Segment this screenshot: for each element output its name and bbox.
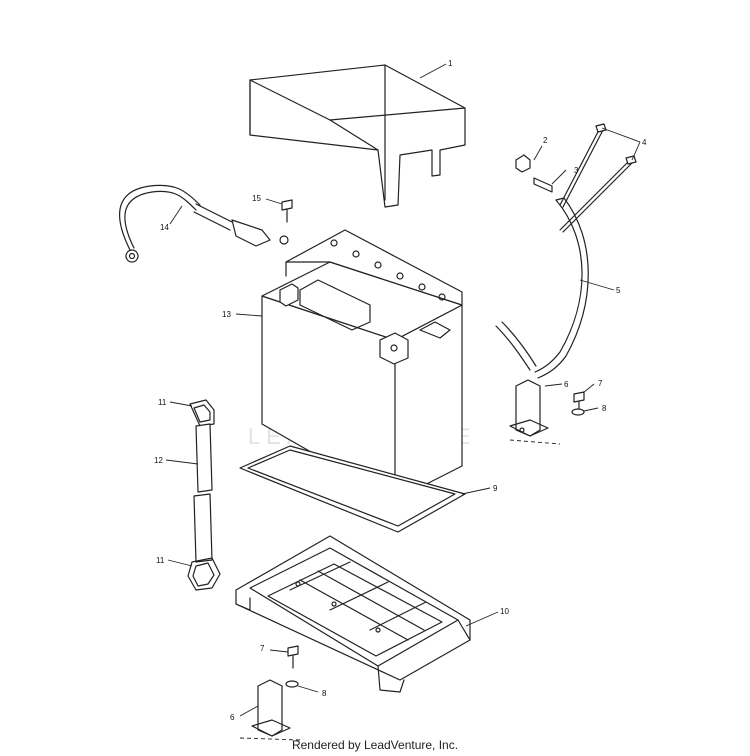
battery-tray (235, 535, 471, 693)
callout-3: 3 (574, 166, 579, 175)
callout-9: 9 (493, 484, 498, 493)
battery-pad (239, 445, 466, 533)
callout-11-lower: 11 (156, 556, 165, 565)
callout-7-lower: 7 (260, 644, 265, 653)
callout-10: 10 (500, 607, 509, 616)
callout-7-upper: 7 (598, 379, 603, 388)
bracket-upper (509, 379, 585, 445)
callout-labels: 1 2 3 4 5 6 7 8 9 10 11 12 11 13 14 15 7… (154, 59, 647, 722)
callout-6-lower: 6 (230, 713, 235, 722)
battery (261, 229, 463, 501)
callout-4: 4 (642, 138, 647, 147)
callout-11-upper: 11 (158, 398, 167, 407)
callout-15: 15 (252, 194, 261, 203)
hold-down-strap (187, 399, 221, 591)
callout-2: 2 (543, 136, 548, 145)
callout-13: 13 (222, 310, 231, 319)
footer-credit: Rendered by LeadVenture, Inc. (291, 738, 459, 752)
bracket-lower (239, 645, 301, 741)
callout-1: 1 (448, 59, 453, 68)
battery-cable (119, 184, 289, 263)
callout-12: 12 (154, 456, 163, 465)
callout-5: 5 (616, 286, 621, 295)
callout-14: 14 (160, 223, 169, 232)
callout-6-upper: 6 (564, 380, 569, 389)
leader-lines (165, 63, 641, 717)
vent-tube-assembly (495, 123, 637, 379)
bolt (281, 199, 293, 223)
callout-8-upper: 8 (602, 404, 607, 413)
callout-8-lower: 8 (322, 689, 327, 698)
battery-cover (249, 64, 466, 208)
